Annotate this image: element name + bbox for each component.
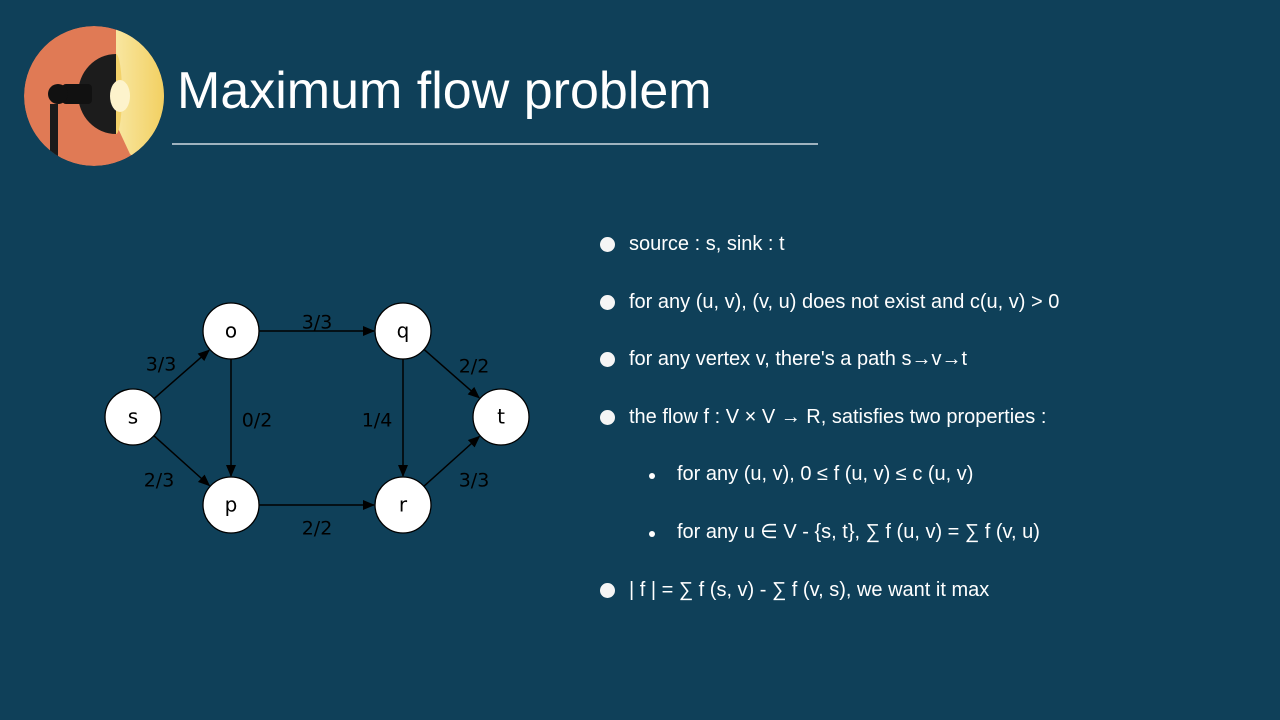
bullet-dot-icon [600,582,615,598]
node-circle [374,302,432,360]
bullet-text: the flow f : V × V → R, satisfies two pr… [629,405,1047,428]
bullet-dot-icon [600,294,615,310]
edge-label-q-r: 1/4 [362,410,393,432]
sub-bullet-item: for any (u, v), 0 ≤ f (u, v) ≤ c (u, v) [600,446,1059,504]
edge-q-t [423,348,480,399]
edge-label-r-t: 3/3 [459,470,490,492]
bullet-item: the flow f : V × V → R, satisfies two pr… [600,389,1059,447]
node-t: t [472,388,530,446]
title-divider [172,143,818,145]
node-circle [472,388,530,446]
bullet-text: source : s, sink : t [629,233,785,255]
bullet-item: | f | = ∑ f (s, v) - ∑ f (v, s), we want… [600,562,1059,620]
edge-label-p-r: 2/2 [302,518,333,540]
edge-label-o-q: 3/3 [302,312,333,334]
edge-label-q-t: 2/2 [459,356,490,378]
node-s: s [104,388,162,446]
bullet-dot-icon [600,237,615,252]
bullet-dot-icon [649,473,655,480]
edge-label-s-p: 2/3 [144,470,175,492]
bullet-text: for any (u, v), (v, u) does not exist an… [629,290,1060,313]
edge-label-o-p: 0/2 [242,410,273,432]
node-p: p [202,476,260,534]
bullet-text: for any u ∈ V - {s, t}, ∑ f (u, v) = ∑ f… [677,520,1040,543]
slide-title: Maximum flow problem [177,62,712,120]
flow-network-graph: 3/3 2/3 0/2 3/3 2/2 1/4 2/2 3/3 s o p q r t [104,302,530,540]
node-circle [104,388,162,446]
bullet-dot-icon [600,352,615,368]
node-label: o [225,319,237,343]
bullet-item: for any vertex v, there's a path s→v→t [600,331,1059,389]
edge-s-o [153,349,210,400]
edge-s-p [153,435,211,487]
bullet-dot-icon [600,409,615,425]
bullet-list: source : s, sink : t for any (u, v), (v, … [600,216,1059,619]
bullet-text: for any vertex v, there's a path s→v→t [629,348,968,371]
bullet-dot-icon [649,530,655,537]
node-r: r [374,476,432,534]
node-circle [202,476,260,534]
node-label: s [128,405,138,429]
bullet-item: for any (u, v), (v, u) does not exist an… [600,274,1059,332]
node-circle [374,476,432,534]
node-label: t [497,405,505,429]
node-circle [202,302,260,360]
edge-r-t [423,435,481,487]
node-label: p [225,493,238,517]
node-label: r [399,493,408,517]
bullet-item: source : s, sink : t [600,216,1059,274]
node-q: q [374,302,432,360]
bullet-text: | f | = ∑ f (s, v) - ∑ f (v, s), we want… [629,578,990,601]
edge-label-s-o: 3/3 [146,354,177,376]
node-o: o [202,302,260,360]
sub-bullet-item: for any u ∈ V - {s, t}, ∑ f (u, v) = ∑ f… [600,504,1059,562]
node-label: q [397,319,410,343]
bullet-text: for any (u, v), 0 ≤ f (u, v) ≤ c (u, v) [677,463,974,486]
stage-spotlight-icon [24,26,164,166]
